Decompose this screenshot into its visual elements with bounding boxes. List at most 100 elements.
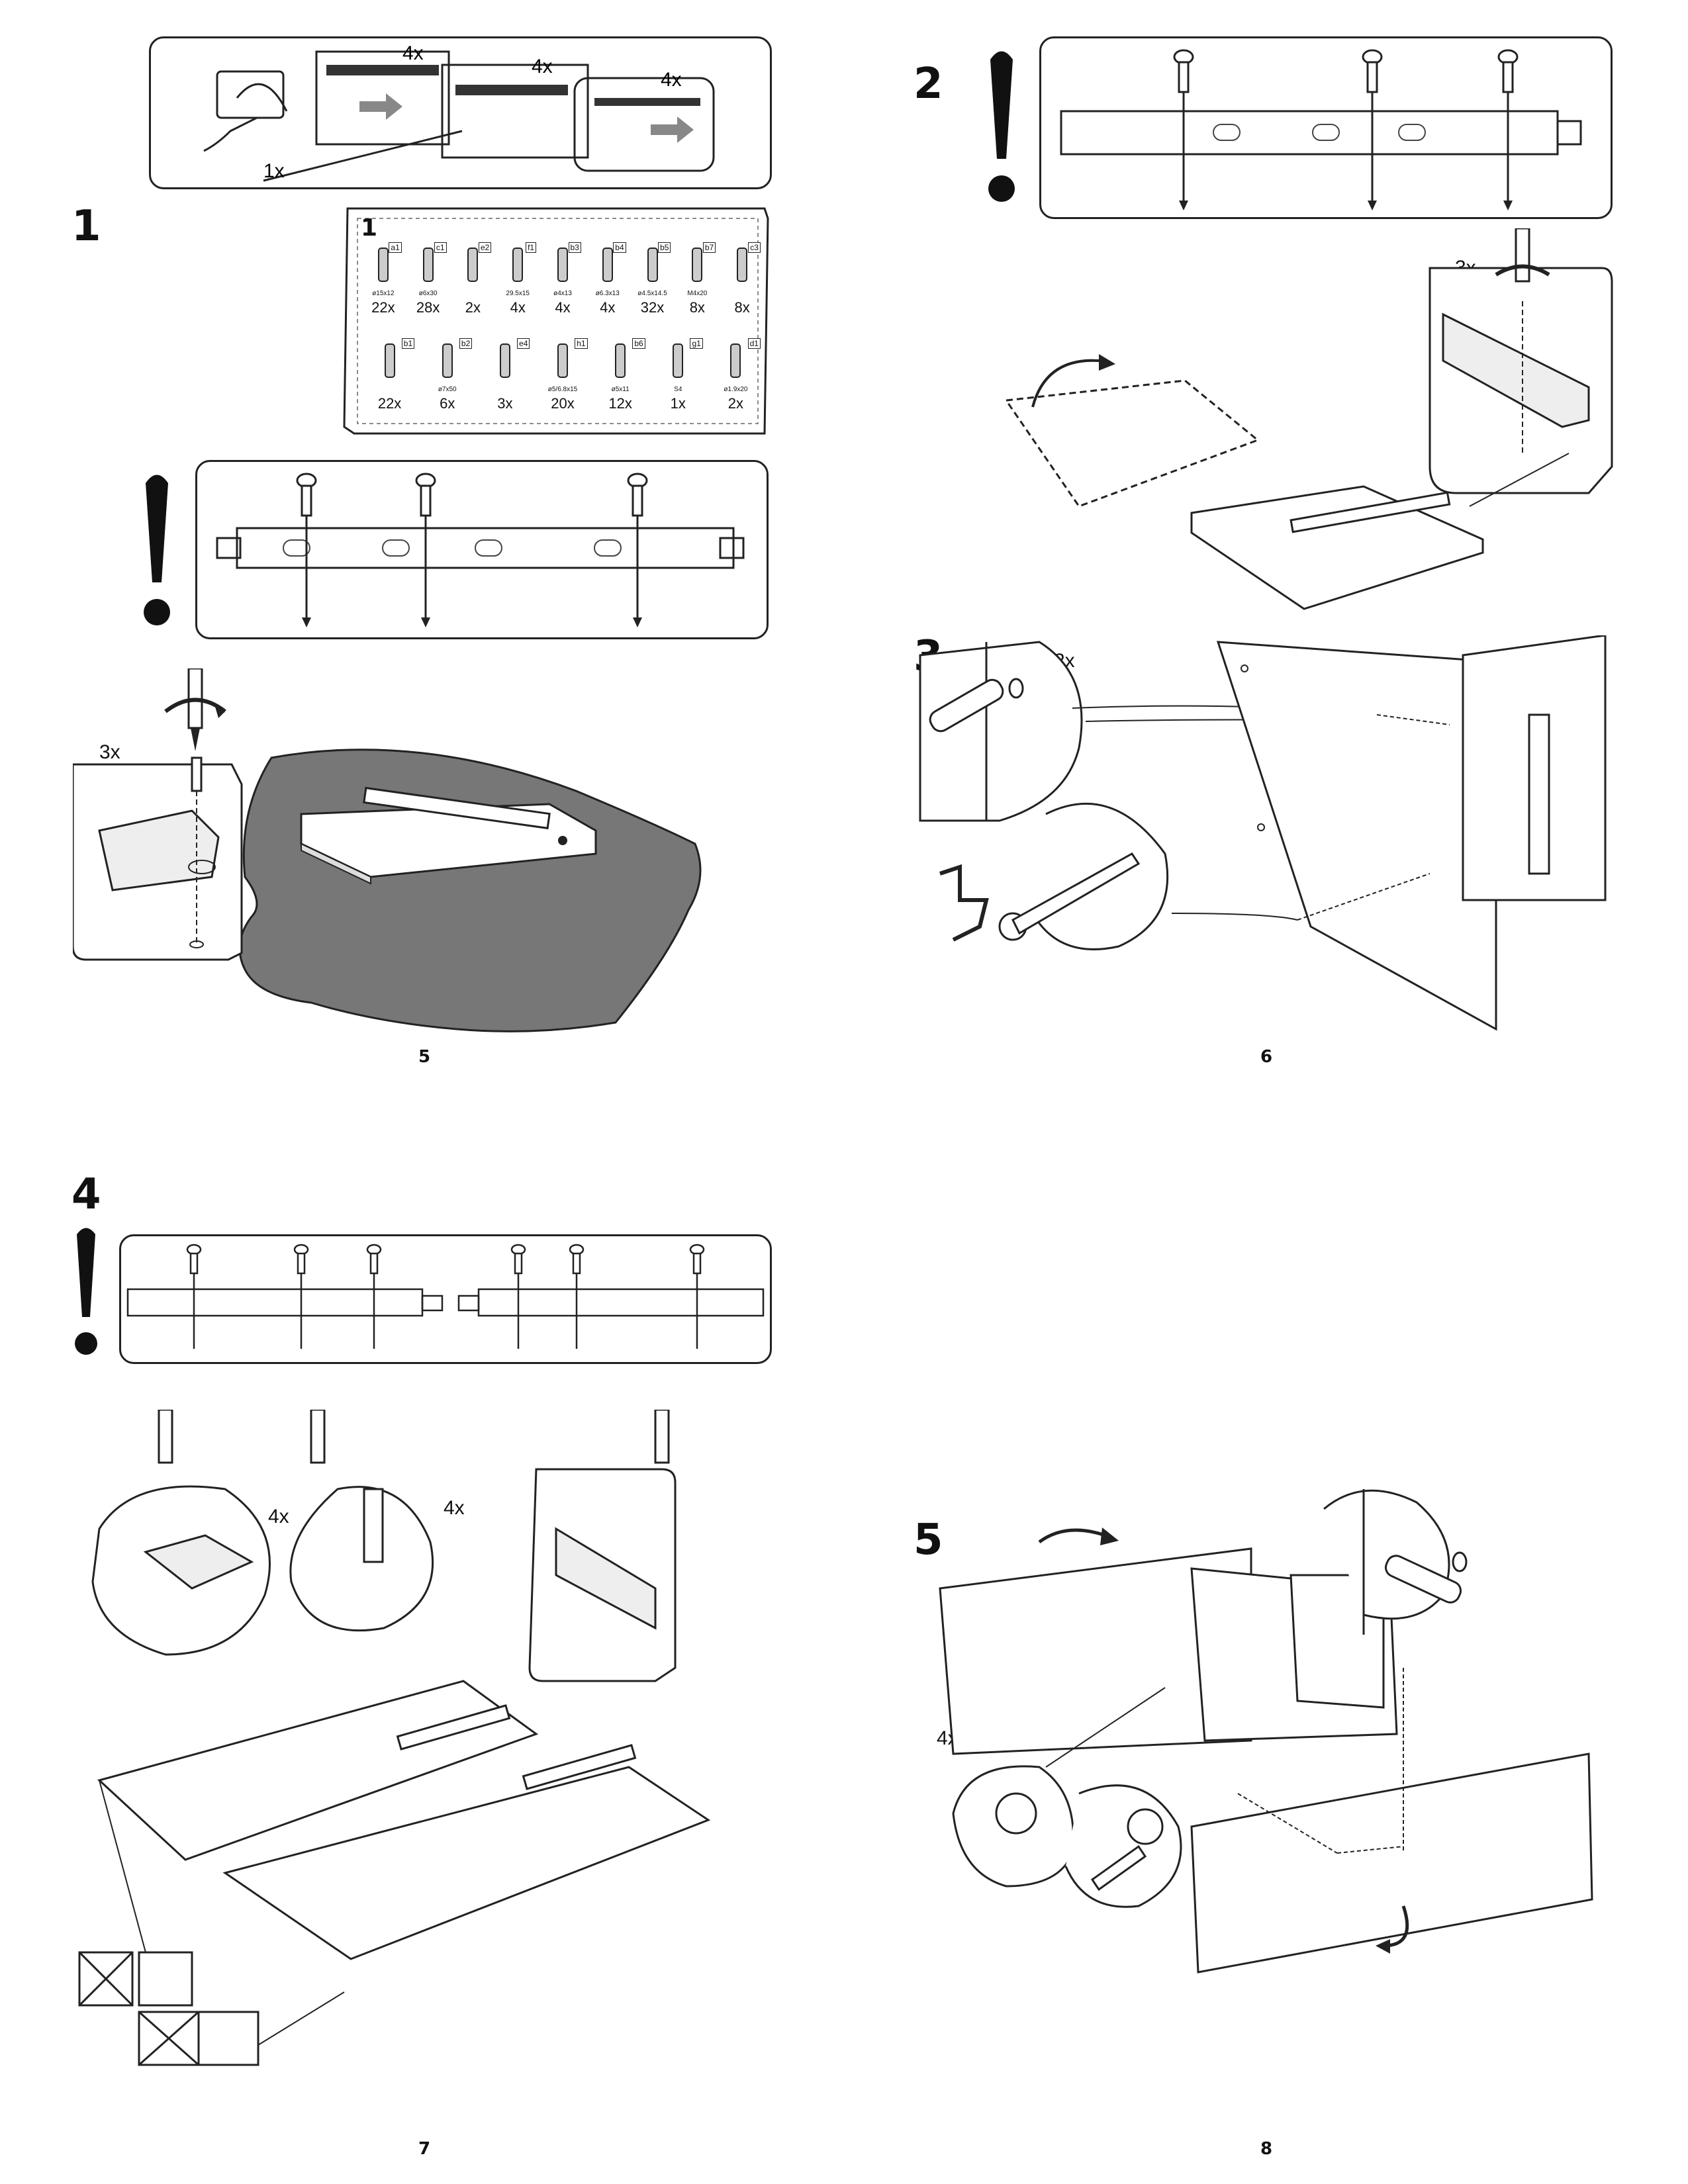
screw-qty: 3x xyxy=(99,741,120,763)
part-size: ø5x11 xyxy=(611,386,630,393)
part-qty: 1x xyxy=(670,395,686,412)
part-code: b3 xyxy=(568,242,581,253)
hardware-part-icon xyxy=(639,245,666,288)
page-number: 5 xyxy=(418,1047,431,1067)
part-code: f1 xyxy=(526,242,537,253)
part-code: b2 xyxy=(459,338,473,349)
parts-panel-number: 1 xyxy=(361,214,378,242)
part-size: M4x20 xyxy=(687,290,708,297)
step-number-2: 2 xyxy=(914,60,943,109)
installation-drawing xyxy=(71,745,735,1036)
callout-qty: 4x xyxy=(402,42,424,64)
hardware-part-icon xyxy=(415,245,442,288)
slide-removal-panel: 4x 4x 4x 1x xyxy=(149,36,772,189)
part-size: S4 xyxy=(674,386,682,393)
part-qty: 4x xyxy=(510,299,526,316)
callout-qty: 4x xyxy=(532,56,553,77)
callout-qty: 4x xyxy=(661,69,682,91)
step-number-1: 1 xyxy=(71,202,101,251)
installation-drawing xyxy=(73,1408,735,2071)
hardware-part-icon xyxy=(434,341,461,384)
part-qty: 2x xyxy=(465,299,481,316)
hardware-part-icon xyxy=(594,245,621,288)
installation-drawing xyxy=(914,634,1628,1032)
part-size: ø6x30 xyxy=(418,290,438,297)
parts-item: c3 8x xyxy=(720,238,765,331)
part-qty: 4x xyxy=(600,299,616,316)
screwdriver-icon xyxy=(159,667,232,754)
screw-qty: 4x xyxy=(268,1506,289,1527)
page-number: 6 xyxy=(1260,1047,1273,1067)
part-code: b5 xyxy=(658,242,671,253)
parts-item: b2 ø7x50 6x xyxy=(418,334,476,427)
hardware-part-icon xyxy=(549,341,576,384)
part-code: c1 xyxy=(434,242,447,253)
hardware-part-icon xyxy=(370,245,397,288)
part-qty: 8x xyxy=(734,299,750,316)
installation-drawing xyxy=(993,227,1622,625)
hardware-part-icon xyxy=(665,341,691,384)
slide-screw-positions-panel xyxy=(119,1234,772,1364)
part-code: b7 xyxy=(702,242,716,253)
part-code: b1 xyxy=(401,338,415,349)
warning-exclamation-icon xyxy=(985,46,1018,205)
page-number: 8 xyxy=(1260,2139,1273,2159)
part-size: ø15x12 xyxy=(372,290,395,297)
part-qty: 22x xyxy=(377,395,402,412)
page-number: 7 xyxy=(418,2139,431,2159)
part-size: ø5/6.8x15 xyxy=(547,386,578,393)
hardware-part-icon xyxy=(549,245,576,288)
part-size: ø4x13 xyxy=(553,290,572,297)
part-code: b6 xyxy=(632,338,645,349)
part-size: ø7x50 xyxy=(438,386,457,393)
cam-dowel-qty: 4x xyxy=(444,1497,465,1519)
part-size: ø6.3x13 xyxy=(595,290,620,297)
parts-item: a1 ø15x12 22x xyxy=(361,238,406,331)
slide-screw-positions-panel xyxy=(195,460,769,639)
step-number-5: 5 xyxy=(914,1516,943,1565)
part-qty: 2x xyxy=(727,395,744,412)
slide-screw-positions-panel xyxy=(1039,36,1613,219)
warning-exclamation-icon xyxy=(140,470,173,629)
parts-item: b3 ø4x13 4x xyxy=(540,238,585,331)
part-qty: 4x xyxy=(555,299,571,316)
parts-item: b1 22x xyxy=(361,334,418,427)
parts-item: e4 3x xyxy=(476,334,534,427)
hardware-part-icon xyxy=(492,341,518,384)
parts-item: b6 ø5x11 12x xyxy=(592,334,649,427)
part-code: e2 xyxy=(478,242,492,253)
part-qty: 3x xyxy=(497,395,513,412)
part-code: h1 xyxy=(575,338,588,349)
hardware-part-icon xyxy=(684,245,710,288)
parts-item: b4 ø6.3x13 4x xyxy=(585,238,630,331)
installation-drawing xyxy=(927,1482,1622,1979)
hardware-part-icon xyxy=(722,341,749,384)
part-qty: 22x xyxy=(371,299,395,316)
hardware-part-icon xyxy=(504,245,531,288)
parts-item: e2 2x xyxy=(451,238,496,331)
hardware-part-icon xyxy=(607,341,633,384)
part-code: b4 xyxy=(613,242,626,253)
part-code: g1 xyxy=(690,338,703,349)
step-number-4: 4 xyxy=(71,1170,101,1219)
part-code: e4 xyxy=(517,338,530,349)
part-code: d1 xyxy=(747,338,761,349)
part-size: ø4.5x14.5 xyxy=(637,290,667,297)
part-qty: 6x xyxy=(440,395,455,412)
hardware-part-icon xyxy=(459,245,486,288)
part-qty: 12x xyxy=(608,395,632,412)
part-qty: 32x xyxy=(640,299,665,316)
hardware-part-icon xyxy=(377,341,403,384)
part-size: 29.5x15 xyxy=(506,290,530,297)
slide-removal-illustration: 4x 4x 4x 1x xyxy=(203,42,715,182)
part-code: c3 xyxy=(748,242,761,253)
callout-qty: 1x xyxy=(263,160,285,182)
part-qty: 8x xyxy=(689,299,705,316)
hardware-part-icon xyxy=(729,245,755,288)
part-code: a1 xyxy=(389,242,402,253)
